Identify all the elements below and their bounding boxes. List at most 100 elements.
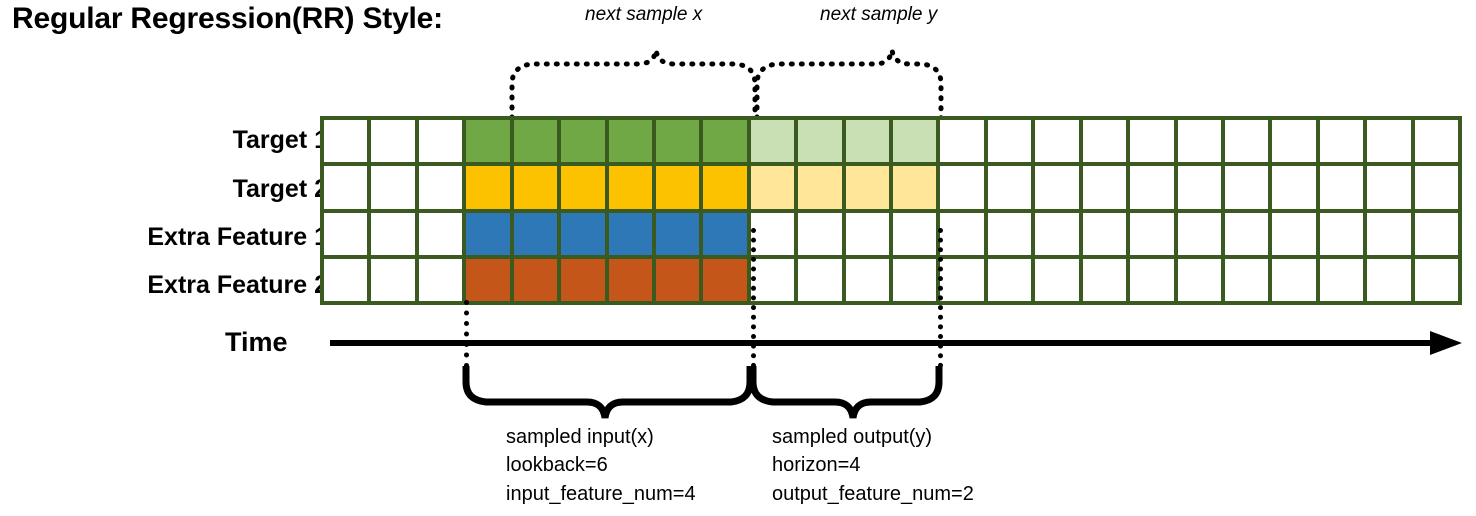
grid-cell: [324, 212, 368, 255]
time-axis-arrow: [330, 331, 1462, 355]
grid-cell: [418, 212, 463, 255]
grid-cell: [324, 120, 368, 163]
grid-cell: [1367, 166, 1411, 209]
grid-cell: [513, 166, 558, 209]
grid-cell: [1225, 166, 1269, 209]
grid-cell: [987, 166, 1032, 209]
grid-cell: [561, 166, 605, 209]
grid-cell: [1414, 166, 1459, 209]
grid-cell: [655, 166, 700, 209]
grid-cell: [371, 166, 415, 209]
next-sample-x-label: next sample x: [585, 4, 703, 25]
grid-cell: [750, 258, 795, 301]
grid-cell: [418, 120, 463, 163]
grid-cell: [1130, 212, 1174, 255]
grid-cell: [893, 120, 937, 163]
grid-cell: [1319, 166, 1364, 209]
grid-cell: [798, 258, 842, 301]
grid-cell: [655, 258, 700, 301]
grid-cell: [561, 120, 605, 163]
grid-cell: [608, 166, 652, 209]
grid-cell: [703, 258, 747, 301]
row-label-extra-feature-1: Extra Feature 1: [147, 223, 328, 251]
grid-cell: [1367, 120, 1411, 163]
grid-cell: [1035, 212, 1079, 255]
next-sample-y-brace: [754, 49, 944, 120]
grid-cell: [750, 212, 795, 255]
grid-cell: [845, 166, 890, 209]
row-label-target-1: Target 1: [232, 126, 328, 154]
grid-cell: [987, 120, 1032, 163]
grid-cell: [466, 258, 510, 301]
grid-cell: [1082, 212, 1127, 255]
grid-cell: [513, 258, 558, 301]
grid-row: [324, 212, 1459, 255]
grid-cell: [703, 166, 747, 209]
grid-cell: [466, 120, 510, 163]
grid-cell: [324, 258, 368, 301]
grid-cell: [655, 212, 700, 255]
grid-cell: [1082, 166, 1127, 209]
grid-cell: [798, 120, 842, 163]
sampled-input-line-3: input_feature_num=4: [506, 482, 696, 505]
grid-cell: [1035, 120, 1079, 163]
sampled-input-caption: sampled input(x) lookback=6 input_featur…: [506, 423, 696, 508]
grid-cell: [1272, 120, 1316, 163]
grid-cell: [561, 212, 605, 255]
grid-cell: [561, 258, 605, 301]
grid-cell: [750, 166, 795, 209]
grid-cell: [703, 212, 747, 255]
grid-cell: [1319, 258, 1364, 301]
grid-cell: [1319, 120, 1364, 163]
grid-cell: [1272, 258, 1316, 301]
sampled-output-line-2: horizon=4: [772, 454, 861, 477]
grid-row: [324, 258, 1459, 301]
grid-cell: [371, 212, 415, 255]
grid-cell: [1414, 120, 1459, 163]
grid-cell: [1225, 212, 1269, 255]
input-end-guide: [751, 228, 756, 368]
grid-cell: [466, 212, 510, 255]
grid-cell: [1177, 166, 1222, 209]
grid-cell: [324, 166, 368, 209]
sampled-output-line-3: output_feature_num=2: [772, 482, 974, 505]
grid-cell: [608, 212, 652, 255]
grid-cell: [893, 258, 937, 301]
grid-cell: [466, 166, 510, 209]
grid-cell: [1272, 166, 1316, 209]
grid-cell: [1177, 258, 1222, 301]
grid-cell: [608, 258, 652, 301]
grid-cell: [513, 212, 558, 255]
grid-cell: [608, 120, 652, 163]
grid-cell: [1130, 166, 1174, 209]
grid-cell: [1082, 120, 1127, 163]
grid-cell: [1225, 258, 1269, 301]
grid-cell: [940, 212, 984, 255]
sampled-output-line-1: sampled output(y): [772, 426, 933, 448]
grid-cell: [1367, 258, 1411, 301]
sampled-input-line-2: lookback=6: [506, 454, 608, 477]
grid-cell: [798, 166, 842, 209]
grid-cell: [750, 120, 795, 163]
grid-cell: [1272, 212, 1316, 255]
grid-cell: [703, 120, 747, 163]
sampled-input-line-1: sampled input(x): [506, 426, 654, 448]
grid-cell: [1414, 212, 1459, 255]
grid-cell: [845, 212, 890, 255]
grid-cell: [418, 258, 463, 301]
row-label-target-2: Target 2: [232, 175, 328, 203]
grid-row: [324, 166, 1459, 209]
next-sample-y-label: next sample y: [820, 4, 938, 25]
grid-cell: [893, 166, 937, 209]
grid-cell: [845, 258, 890, 301]
grid-row: [324, 120, 1459, 163]
grid-cell: [893, 212, 937, 255]
grid-cell: [1177, 120, 1222, 163]
grid-cell: [513, 120, 558, 163]
grid-cell: [1225, 120, 1269, 163]
row-label-extra-feature-2: Extra Feature 2: [147, 271, 328, 299]
grid-cell: [845, 120, 890, 163]
grid-cell: [940, 166, 984, 209]
grid-cell: [1319, 212, 1364, 255]
time-axis-label: Time: [225, 327, 288, 357]
